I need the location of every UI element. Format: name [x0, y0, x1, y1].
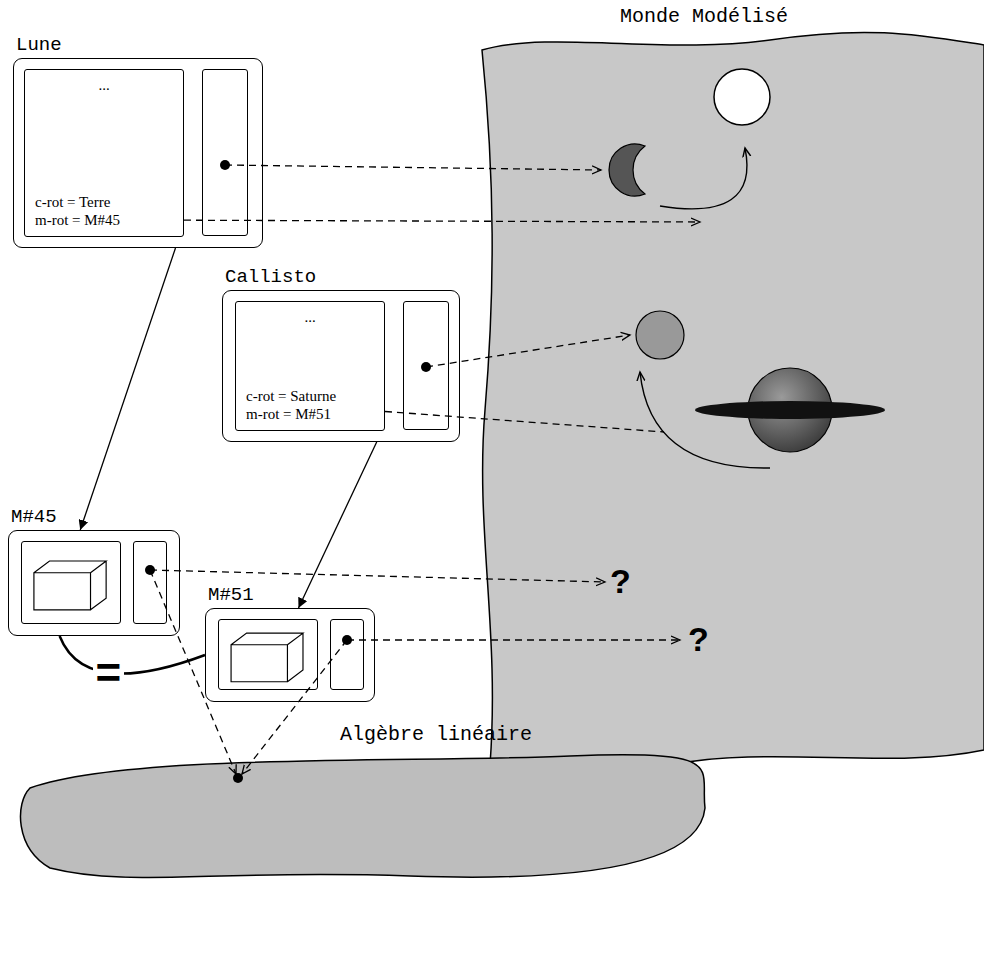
region: Monde Modélisé	[470, 30, 984, 770]
cube-lines	[34, 561, 106, 610]
earth-circle	[714, 69, 770, 125]
cube-icon	[22, 542, 120, 623]
slot-text: m-rot = M#51	[246, 405, 374, 424]
box-title: Callisto	[225, 266, 316, 288]
box-title: M#51	[208, 584, 254, 606]
pointer-cell	[133, 541, 167, 624]
moon-crescent	[609, 144, 645, 196]
cube-lines	[231, 633, 303, 682]
connector	[426, 335, 630, 367]
pointer-dot	[342, 635, 352, 645]
pointer-cell	[403, 301, 449, 430]
box-title: Monde Modélisé	[620, 5, 788, 28]
pointer-dot	[145, 565, 155, 575]
connector	[150, 570, 236, 774]
object-box: Callisto...c-rot = Saturnem-rot = M#51	[222, 290, 460, 442]
connector	[150, 570, 605, 582]
pointer-cell	[202, 69, 248, 236]
slot-text: m-rot = M#45	[35, 211, 173, 230]
connector	[299, 442, 377, 608]
saturn-planet	[748, 368, 832, 452]
question-mark: ?	[688, 622, 709, 656]
target-point	[233, 773, 243, 783]
region-outline	[10, 748, 710, 888]
pointer-dot	[421, 362, 431, 372]
matrix-box: M#45	[8, 530, 180, 636]
region-shape	[482, 32, 984, 772]
connector	[184, 220, 700, 222]
connector	[60, 636, 205, 674]
pointer-cell	[330, 619, 364, 690]
record-box: ... c-rot = Terrem-rot = M#45	[24, 69, 184, 237]
matrix-cell	[21, 541, 121, 624]
pointer-dot	[220, 160, 230, 170]
box-title: Algèbre linéaire	[340, 723, 532, 746]
slot-text: ...	[35, 76, 173, 95]
connector	[225, 165, 601, 170]
connector	[242, 640, 347, 774]
saturn-ring	[695, 401, 885, 419]
rotation-arc	[660, 148, 747, 209]
box-title: M#45	[11, 506, 57, 528]
connector	[80, 248, 175, 530]
slot-text: ...	[246, 308, 374, 327]
object-box: Lune...c-rot = Terrem-rot = M#45	[13, 58, 263, 248]
connector	[385, 412, 664, 433]
slot-text: c-rot = Saturne	[246, 387, 374, 406]
rotation-arc	[640, 372, 770, 468]
cube-icon	[219, 620, 317, 689]
region-shape	[20, 755, 705, 878]
slot-text: c-rot = Terre	[35, 193, 173, 212]
matrix-cell	[218, 619, 318, 690]
equal-sign: =	[93, 655, 125, 690]
matrix-box: M#51	[205, 608, 375, 702]
region: Algèbre linéaire	[10, 748, 710, 888]
question-mark: ?	[610, 564, 631, 598]
box-title: Lune	[16, 34, 62, 56]
region-outline	[470, 30, 984, 770]
record-box: ... c-rot = Saturnem-rot = M#51	[235, 301, 385, 431]
callisto-circle	[636, 311, 684, 359]
connector	[347, 639, 680, 640]
